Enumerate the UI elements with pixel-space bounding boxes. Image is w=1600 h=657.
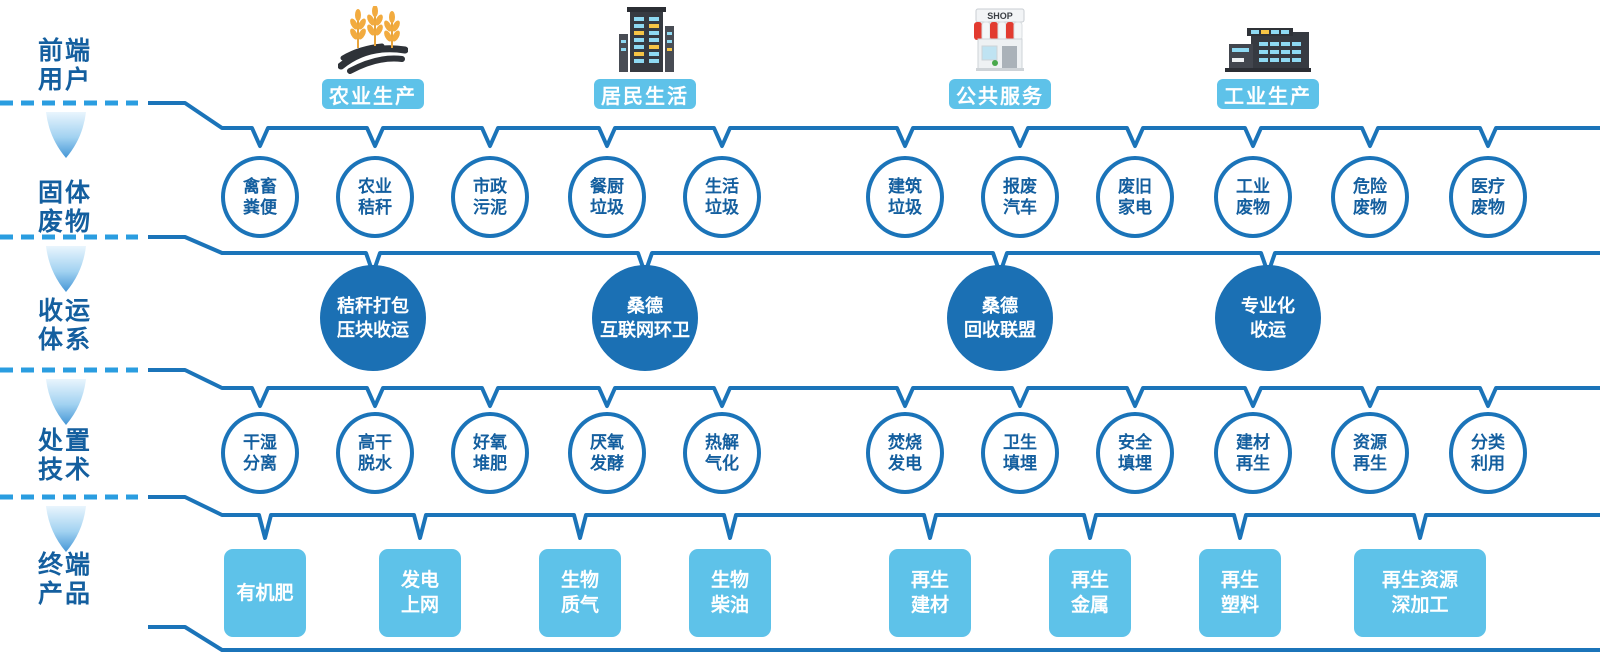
waste-circle-scrapped-cars: 报废 汽车: [981, 156, 1059, 238]
disposal-circle-secure-landfill: 安全 填埋: [1096, 412, 1174, 494]
disposal-circle-anaerobic-fermentation: 厌氧 发酵: [568, 412, 646, 494]
product-box-recycled-plastic: 再生 塑料: [1199, 549, 1281, 637]
row-label-end-products: 终端 产品: [37, 551, 92, 608]
disposal-circle-building-material: 建材 再生: [1214, 412, 1292, 494]
waste-circle-livestock-manure: 禽畜 粪便: [221, 156, 299, 238]
disposal-circle-sanitary-landfill: 卫生 填埋: [981, 412, 1059, 494]
waste-circle-kitchen-waste: 餐厨 垃圾: [568, 156, 646, 238]
down-arrows: [46, 112, 86, 552]
dashed-separators: [0, 100, 138, 500]
category-pill-public-services: 公共服务: [949, 79, 1051, 109]
category-pill-agriculture: 农业生产: [322, 79, 424, 109]
bottom-base-line: [148, 625, 1600, 652]
factory-icon: [1221, 26, 1315, 79]
product-box-biodiesel: 生物 柴油: [689, 549, 771, 637]
disposal-circle-high-dry-dewatering: 高干 脱水: [336, 412, 414, 494]
collection-hub-straw-baling: 秸秆打包 压块收运: [320, 265, 426, 371]
down-arrow-icon: [46, 379, 86, 425]
waste-circle-hazardous-waste: 危险 废物: [1331, 156, 1409, 238]
product-box-resource-deep-processing: 再生资源 深加工: [1354, 549, 1486, 637]
shop-sign-text: SHOP: [987, 11, 1013, 21]
waste-circle-old-appliances: 废旧 家电: [1096, 156, 1174, 238]
flow-line-disposal-to-products: [148, 495, 1600, 540]
collection-hub-recycling-alliance: 桑德 回收联盟: [947, 265, 1053, 371]
disposal-circle-sorted-utilization: 分类 利用: [1449, 412, 1527, 494]
row-label-solid-waste: 固体 废物: [37, 179, 92, 236]
disposal-circle-dry-wet-separation: 干湿 分离: [221, 412, 299, 494]
flow-lines: [148, 101, 1600, 652]
flow-line-collection-to-disposal: [148, 368, 1600, 408]
product-box-recycled-metal: 再生 金属: [1049, 549, 1131, 637]
down-arrow-icon: [46, 112, 86, 158]
row-label-disposal: 处置 技术: [37, 427, 92, 484]
collection-hub-specialized: 专业化 收运: [1215, 265, 1321, 371]
product-box-power-to-grid: 发电 上网: [379, 549, 461, 637]
residential-building-icon: [611, 4, 681, 81]
disposal-circle-resource-regeneration: 资源 再生: [1331, 412, 1409, 494]
disposal-circle-pyrolysis-gasification: 热解 气化: [683, 412, 761, 494]
product-box-organic-fertilizer: 有机肥: [224, 549, 306, 637]
waste-circle-household-waste: 生活 垃圾: [683, 156, 761, 238]
waste-circle-agricultural-straw: 农业 秸秆: [336, 156, 414, 238]
product-box-biomass-gas: 生物 质气: [539, 549, 621, 637]
category-pill-residents: 居民生活: [594, 79, 696, 109]
disposal-circle-incineration-power: 焚烧 发电: [866, 412, 944, 494]
disposal-circle-aerobic-composting: 好氧 堆肥: [451, 412, 529, 494]
collection-hub-internet-sanitation: 桑德 互联网环卫: [592, 265, 698, 371]
waste-circle-medical-waste: 医疗 废物: [1449, 156, 1527, 238]
flow-line-waste-to-collection: [148, 235, 1600, 275]
down-arrow-icon: [46, 506, 86, 552]
waste-circle-industrial-waste: 工业 废物: [1214, 156, 1292, 238]
waste-circle-municipal-sludge: 市政 污泥: [451, 156, 529, 238]
category-pill-industry: 工业生产: [1217, 79, 1319, 109]
wheat-field-icon: [337, 5, 409, 79]
flow-line-users-to-waste: [148, 101, 1600, 148]
product-box-recycled-building-materials: 再生 建材: [889, 549, 971, 637]
down-arrow-icon: [46, 246, 86, 292]
row-label-front-users: 前端 用户: [37, 37, 92, 94]
waste-circle-construction-waste: 建筑 垃圾: [866, 156, 944, 238]
row-label-collection: 收运 体系: [37, 297, 92, 354]
shop-icon: SHOP: [967, 8, 1033, 77]
